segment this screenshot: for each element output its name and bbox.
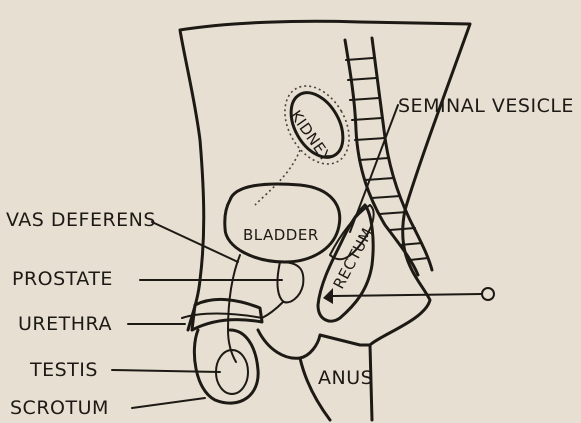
vas-deferens-line (228, 255, 240, 362)
leader-testis (112, 370, 220, 372)
kidney-label: KIDNEY (287, 107, 336, 166)
bladder-label: BLADDER (243, 226, 319, 244)
bladder-shape (225, 184, 340, 262)
leader-scrotum (132, 398, 205, 408)
anus-pointer-line (333, 294, 482, 296)
ureter (255, 150, 300, 205)
urethra-path (262, 302, 283, 318)
label-testis: TESTIS (29, 359, 98, 381)
label-seminal-vesicle: SEMINAL VESICLE (398, 95, 574, 117)
anus-pointer-end (482, 288, 494, 300)
label-urethra: URETHRA (18, 313, 112, 335)
label-prostate: PROSTATE (12, 268, 113, 290)
anus-marker (323, 288, 333, 304)
label-anus: ANUS (318, 367, 373, 389)
prostate-shape (277, 262, 303, 302)
label-vas-deferens: VAS DEFERENS (6, 209, 156, 231)
label-scrotum: SCROTUM (10, 397, 109, 419)
